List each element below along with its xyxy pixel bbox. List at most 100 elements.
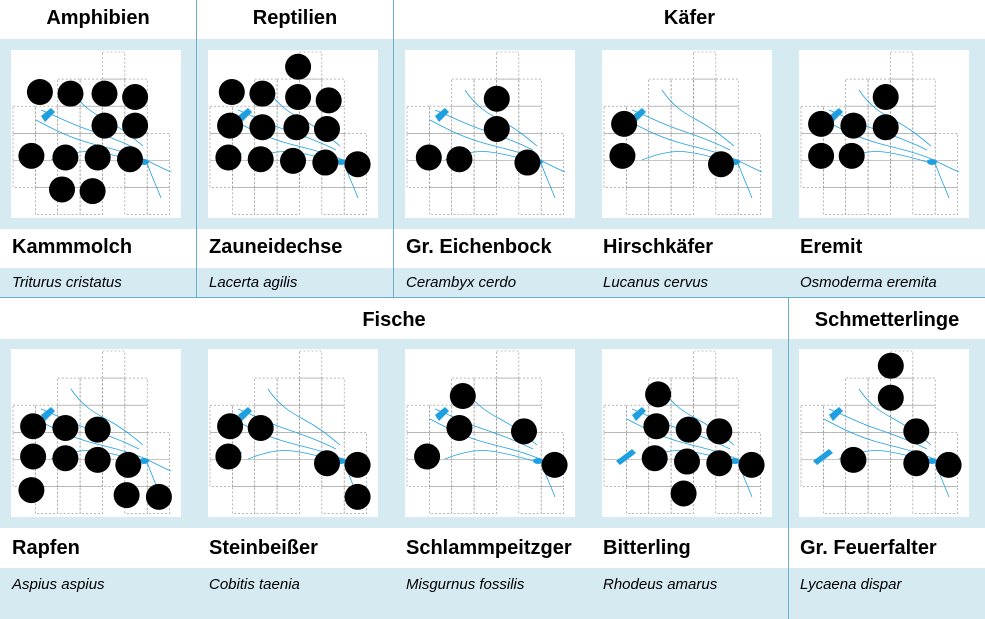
lake-shape — [927, 458, 937, 464]
distribution-map-svg — [406, 350, 568, 514]
map-grid-cell — [715, 105, 739, 134]
occurrence-dot — [877, 352, 904, 379]
map-grid-cell — [35, 187, 59, 215]
distribution-map-svg — [603, 51, 763, 215]
map-grid-cell — [57, 105, 81, 134]
map-grid-cell — [867, 459, 891, 487]
map-grid-cell — [429, 459, 453, 487]
map-grid-cell — [276, 404, 300, 433]
map-grid-cell — [406, 160, 430, 188]
lake-shape — [813, 449, 833, 465]
map-grid-cell — [823, 431, 847, 460]
map-grid-cell — [626, 459, 650, 487]
occurrence-dot — [808, 110, 835, 137]
occurrence-dot — [215, 144, 242, 171]
lake-shape — [730, 458, 740, 464]
map-grid-cell — [232, 160, 256, 188]
map-grid-cell — [603, 404, 627, 433]
map-grid-cell — [209, 160, 233, 188]
map-grid-cell — [715, 187, 739, 215]
map-grid-cell — [693, 105, 717, 134]
species-common-name: Gr. Eichenbock — [406, 236, 552, 258]
species-common-name: Steinbeißer — [209, 537, 318, 559]
map-grid-cell — [496, 160, 520, 188]
map-grid-cell — [451, 187, 475, 215]
distribution-map — [405, 50, 575, 218]
occurrence-dot — [217, 413, 244, 440]
map-grid-cell — [540, 160, 564, 188]
map-grid-cell — [670, 78, 694, 107]
lake-shape — [927, 159, 937, 165]
map-grid-cell — [715, 78, 739, 107]
occurrence-dot — [57, 80, 84, 107]
occurrence-dot — [314, 115, 340, 142]
occurrence-dot — [249, 80, 276, 107]
species-common-name: Kammmolch — [12, 236, 133, 258]
occurrence-dot — [91, 80, 118, 107]
occurrence-dot — [285, 84, 312, 111]
divider-amphibien-reptilien — [196, 0, 197, 297]
map-grid-cell — [518, 431, 542, 460]
map-grid-cell — [496, 51, 520, 80]
map-grid-cell — [626, 404, 650, 433]
occurrence-dot — [641, 445, 668, 472]
map-grid-cell — [693, 51, 717, 80]
distribution-map — [208, 349, 378, 517]
river-line — [145, 159, 162, 199]
species-common-name: Gr. Feuerfalter — [800, 537, 937, 559]
map-grid-cell — [603, 431, 627, 460]
map-grid-cell — [518, 486, 542, 514]
distribution-map-svg — [209, 350, 371, 514]
map-grid-cell — [626, 187, 650, 215]
map-grid-cell — [845, 459, 869, 487]
map-grid-cell — [912, 160, 936, 188]
occurrence-dot — [541, 451, 568, 478]
occurrence-dot — [738, 451, 765, 478]
map-grid-cell — [429, 486, 453, 514]
lake-shape — [238, 108, 252, 122]
sciname-band-bottom — [0, 568, 985, 619]
occurrence-dot — [414, 443, 441, 470]
distribution-map-svg — [800, 51, 960, 215]
map-grid-cell — [737, 187, 761, 215]
map-grid-cell — [406, 105, 430, 134]
map-grid-cell — [934, 187, 958, 215]
map-grid-cell — [429, 404, 453, 433]
occurrence-dot — [283, 114, 310, 141]
occurrence-dot — [514, 149, 541, 176]
map-grid-cell — [451, 78, 475, 107]
map-grid-cell — [209, 459, 233, 487]
occurrence-dot — [840, 446, 867, 473]
map-grid-cell — [473, 187, 497, 215]
river-line — [626, 119, 763, 173]
occurrence-dot — [872, 84, 899, 111]
species-scientific-name: Osmoderma eremita — [800, 274, 937, 291]
species-common-name: Hirschkäfer — [603, 236, 714, 258]
map-grid-cell — [648, 105, 672, 134]
map-grid-cell — [496, 350, 520, 379]
occurrence-dot — [145, 483, 172, 510]
occurrence-dot — [446, 414, 473, 441]
occurrence-dot — [449, 383, 476, 410]
map-grid-cell — [626, 431, 650, 460]
distribution-map-svg — [406, 51, 566, 215]
occurrence-dot — [935, 451, 962, 478]
map-grid-cell — [540, 459, 564, 487]
map-grid-cell — [867, 160, 891, 188]
map-grid-cell — [648, 132, 672, 161]
map-grid-cell — [254, 486, 278, 514]
distribution-map-svg — [603, 350, 765, 514]
map-grid-cell — [715, 486, 739, 514]
map-grid-cell — [146, 132, 170, 161]
occurrence-dot — [483, 115, 510, 142]
map-grid-cell — [35, 105, 59, 134]
map-grid-cell — [518, 377, 542, 406]
map-grid-cell — [737, 160, 761, 188]
distribution-map — [208, 50, 378, 218]
occurrence-dot — [18, 477, 45, 504]
map-grid-cell — [737, 459, 761, 487]
occurrence-dot — [838, 142, 865, 169]
lake-shape — [41, 407, 55, 421]
occurrence-dot — [217, 112, 244, 139]
occurrence-dot — [115, 451, 142, 478]
